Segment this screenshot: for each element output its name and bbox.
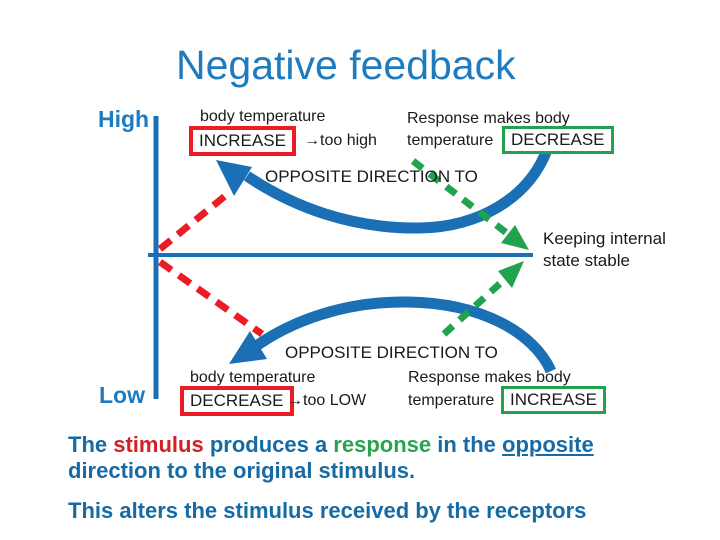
top-opposite-direction-label: OPPOSITE DIRECTION TO — [265, 167, 478, 186]
summary-word-response: response — [333, 432, 432, 457]
summary-word-opposite: opposite — [502, 432, 594, 457]
axis-label-high: High — [98, 106, 150, 132]
bottom-response-boxed-word: INCREASE — [501, 386, 606, 414]
response-rise-dashed-arrow — [441, 276, 508, 337]
bottom-feedback-arc-arrow — [248, 296, 557, 374]
summary-paragraph-1-line2: direction to the original stimulus. — [68, 457, 416, 483]
bottom-stimulus-suffix: →too LOW — [287, 392, 367, 409]
stimulus-rise-dashed-arrow — [157, 189, 233, 252]
summary-paragraph-2: This alters the stimulus received by the… — [68, 498, 587, 523]
top-stimulus-suffix: →too high — [304, 132, 377, 149]
bottom-stimulus-boxed-word: DECREASE — [180, 386, 294, 416]
top-response-prefix: temperature — [407, 132, 494, 149]
bottom-feedback-arrowhead-icon — [229, 331, 267, 364]
summary-paragraph-1: The stimulus produces a response in the … — [68, 432, 688, 484]
bottom-response-line1: Response makes body — [408, 369, 571, 386]
summary-word-in-the: in the — [431, 432, 503, 457]
summary-word-produces-a: produces a — [203, 432, 334, 457]
response-fall-arrowhead-icon — [501, 225, 529, 250]
response-rise-arrowhead-icon — [498, 261, 524, 288]
stimulus-fall-dashed-arrow — [157, 259, 265, 337]
top-response-boxed-word: DECREASE — [502, 126, 614, 154]
top-response-line1: Response makes body — [407, 110, 570, 127]
bottom-opposite-direction-label: OPPOSITE DIRECTION TO — [285, 343, 498, 362]
top-feedback-arc-arrow — [243, 147, 553, 234]
top-stimulus-boxed-word: INCREASE — [189, 126, 296, 156]
top-stimulus-line1: body temperature — [200, 108, 326, 125]
summary-word-the: The — [68, 432, 114, 457]
axis-label-low: Low — [99, 382, 145, 408]
top-feedback-arrowhead-icon — [216, 160, 252, 196]
bottom-stimulus-line1: body temperature — [190, 369, 316, 386]
annotation-line2: state stable — [543, 251, 630, 270]
summary-word-stimulus: stimulus — [113, 432, 204, 457]
bottom-response-prefix: temperature — [408, 392, 495, 409]
slide-title: Negative feedback — [176, 42, 516, 88]
annotation-line1: Keeping internal — [543, 229, 666, 248]
